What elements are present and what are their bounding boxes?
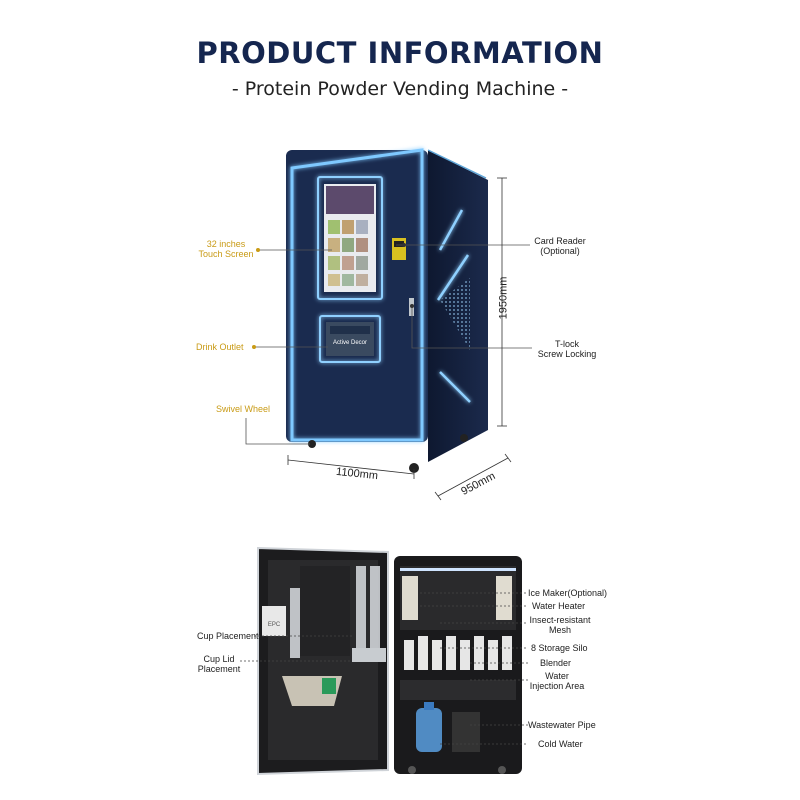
label-swivel-wheel: Swivel Wheel (216, 404, 271, 414)
label-cold-water: Cold Water (538, 739, 583, 749)
label-card-reader: Card Reader (Optional) (530, 236, 590, 256)
label-cup-lid-line2: Placement (197, 664, 241, 674)
label-ice-maker: Ice Maker(Optional) (528, 588, 608, 598)
label-storage-silo: 8 Storage Silo (531, 643, 588, 653)
label-water-injection-line1: Water (545, 671, 569, 681)
label-card-reader-line1: Card Reader (534, 236, 586, 246)
swivel-wheel (460, 434, 468, 442)
vending-machine-exterior: Active Decor (286, 148, 488, 473)
label-wastewater-pipe: Wastewater Pipe (528, 720, 596, 730)
vending-machine-interior: EPC (257, 546, 522, 776)
storage-silos (404, 636, 512, 670)
label-t-lock-line2: Screw Locking (537, 349, 597, 359)
label-water-heater: Water Heater (532, 601, 586, 611)
label-t-lock-line1: T-lock (554, 339, 579, 349)
label-insect-line2: Mesh (548, 625, 571, 635)
screen-banner (326, 186, 374, 214)
label-insect-mesh: Insect-resistant Mesh (528, 615, 592, 635)
label-blender: Blender (540, 658, 572, 668)
cup-tube (370, 566, 380, 656)
label-cup-lid-line1: Cup Lid (203, 654, 235, 664)
side-led-stripe (438, 209, 464, 251)
blender-area (400, 680, 516, 700)
label-insect-line1: Insect-resistant (529, 615, 591, 625)
interior-light (400, 568, 516, 571)
page-subtitle: - Protein Powder Vending Machine - (231, 78, 569, 100)
cup-dispenser (352, 648, 386, 662)
label-drink-outlet: Drink Outlet (196, 342, 244, 352)
dimension-height: 1950mm (497, 276, 510, 320)
drink-outlet-frame (319, 315, 381, 363)
swivel-wheel (409, 463, 419, 473)
exterior-callout-dots (252, 248, 260, 349)
label-cup-lid-placement: Cup Lid Placement (196, 654, 242, 674)
ice-maker-unit (402, 576, 418, 620)
water-bottle (416, 708, 442, 752)
cup-tube (356, 566, 366, 656)
lid-sensor (322, 678, 336, 694)
exterior-callout-lines (245, 244, 532, 445)
dimension-lines (287, 177, 512, 501)
interior-callout-lines (240, 592, 528, 745)
label-touch-screen-line1: 32 inches (206, 239, 246, 249)
cup-tube (290, 588, 300, 658)
cold-water-unit (452, 712, 480, 752)
side-led-stripe (436, 254, 470, 301)
cabinet-front-panel (286, 150, 428, 442)
screen-product-grid (328, 220, 368, 286)
swivel-wheel (308, 440, 316, 448)
label-water-injection: Water Injection Area (528, 671, 586, 691)
led-glow-outline (290, 148, 424, 442)
water-heater-unit (496, 576, 512, 620)
label-card-reader-line2: (Optional) (540, 246, 580, 256)
page-title: PRODUCT INFORMATION (196, 36, 604, 70)
label-water-injection-line2: Injection Area (529, 681, 585, 691)
label-t-lock: T-lock Screw Locking (532, 339, 602, 359)
screen-brand-text: Active Decor (333, 340, 367, 346)
side-led-stripe (439, 371, 471, 403)
label-cup-placement: Cup Placement (197, 631, 259, 641)
door-sticker (262, 606, 286, 636)
label-touch-screen-line2: Touch Screen (198, 249, 254, 259)
side-led-dot-panel (440, 278, 470, 350)
door-sticker-text: EPC (268, 622, 281, 628)
label-touch-screen: 32 inches Touch Screen (196, 239, 256, 259)
screen-glow-frame (317, 176, 383, 300)
